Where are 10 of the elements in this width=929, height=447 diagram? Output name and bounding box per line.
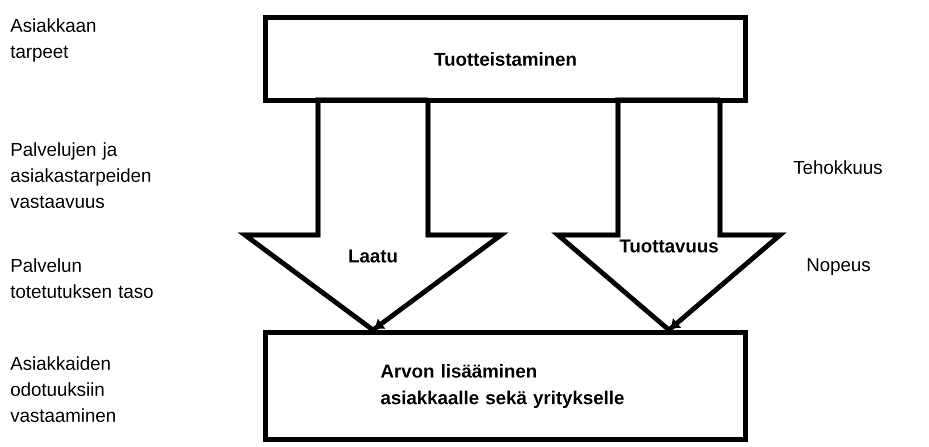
process-box: Arvon lisääminen asiakkaalle sekä yritykselle <box>263 330 748 442</box>
edge-label: Tuottavuus <box>618 238 720 254</box>
side-label: Tehokkuus <box>794 160 882 174</box>
side-label: Palvelun totetutuksen taso <box>10 258 153 298</box>
side-label: Asiakkaan tarpeet <box>10 18 96 62</box>
side-label: Asiakkaiden odotuuksiin vastaaminen <box>10 356 115 422</box>
side-label: Palvelujen ja asiakastarpeiden vastaavuus <box>10 142 150 208</box>
process-box: Tuotteistaminen <box>263 15 748 103</box>
edge-label: Laatu <box>346 248 400 264</box>
side-label: Nopeus <box>808 258 870 275</box>
